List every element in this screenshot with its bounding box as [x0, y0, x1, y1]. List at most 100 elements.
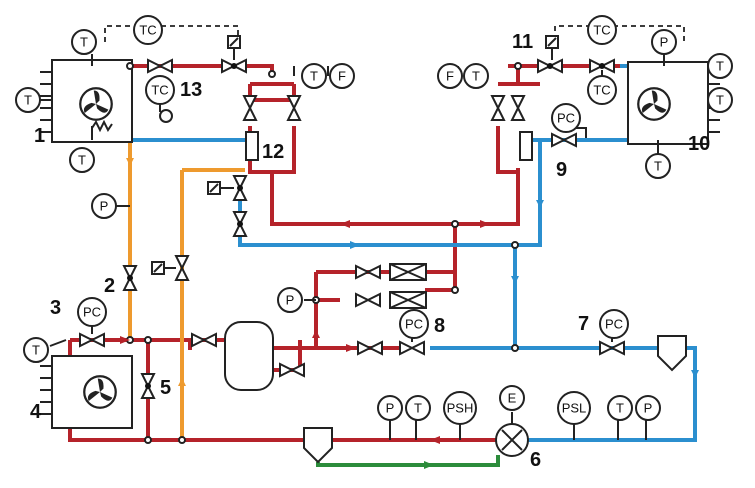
svg-text:PSL: PSL	[562, 401, 587, 416]
svg-text:PC: PC	[605, 317, 623, 332]
svg-text:T: T	[654, 159, 662, 174]
valve-mid-b[interactable]	[232, 211, 248, 237]
evaporator-left	[40, 59, 133, 143]
valve-right-pair-b[interactable]	[510, 95, 526, 121]
valve-mid-a[interactable]	[232, 175, 248, 201]
label-13: 13	[180, 79, 202, 101]
sensor-pc-8: PC	[399, 309, 429, 339]
svg-text:PC: PC	[83, 305, 101, 320]
svg-text:T: T	[414, 401, 422, 416]
sensor-f-right-unit: F	[437, 63, 463, 89]
label-1: 1	[34, 125, 45, 147]
label-10: 10	[688, 133, 710, 155]
svg-text:P: P	[386, 401, 395, 416]
sensor-psl: PSL	[557, 391, 591, 425]
sensor-t-left-mid: T	[15, 87, 41, 113]
label-8: 8	[434, 315, 445, 337]
svg-text:T: T	[310, 69, 318, 84]
svg-text:T: T	[24, 93, 32, 108]
svg-text:F: F	[338, 69, 346, 84]
svg-text:PC: PC	[405, 317, 423, 332]
svg-text:P: P	[286, 293, 295, 308]
svg-text:PC: PC	[557, 111, 575, 126]
valve-8-hand[interactable]	[357, 340, 383, 356]
sensor-psh: PSH	[443, 391, 477, 425]
fan-icon	[79, 87, 113, 121]
heat-exchanger-12	[245, 131, 259, 161]
valve-receiver-in[interactable]	[191, 332, 217, 348]
svg-text:T: T	[32, 343, 40, 358]
sensor-pc-7: PC	[599, 309, 629, 339]
sensor-pc-3: PC	[77, 297, 107, 327]
fan-icon	[637, 87, 671, 121]
label-12: 12	[262, 141, 284, 163]
sensor-pc-9: PC	[551, 103, 581, 133]
label-5: 5	[160, 377, 171, 399]
svg-text:TC: TC	[151, 83, 168, 98]
heater-icon	[91, 119, 113, 133]
solenoid-icon	[545, 35, 559, 60]
sensor-tc-right-mid: TC	[587, 75, 617, 105]
valve-11[interactable]	[537, 58, 563, 74]
svg-text:T: T	[716, 59, 724, 74]
sensor-f-right-pipe: F	[329, 63, 355, 89]
label-6: 6	[530, 449, 541, 471]
valve-liquid-b[interactable]	[174, 255, 190, 281]
filter-7	[657, 335, 687, 372]
svg-text:P: P	[644, 401, 653, 416]
junctions	[126, 62, 522, 444]
sensor-t-bottom-right: T	[607, 395, 633, 421]
label-9: 9	[556, 159, 567, 181]
sensor-p-bottom: P	[377, 395, 403, 421]
valve-bypass-b[interactable]	[355, 292, 381, 308]
svg-text:P: P	[100, 199, 109, 214]
svg-text:TC: TC	[593, 83, 610, 98]
valve-13[interactable]	[147, 58, 173, 74]
valve-bypass-a[interactable]	[355, 264, 381, 280]
sensor-p-top-right: P	[651, 29, 677, 55]
label-11: 11	[512, 31, 533, 53]
valve-2[interactable]	[122, 265, 138, 291]
sensor-p-bottom-right: P	[635, 395, 661, 421]
flow-arrows	[120, 158, 699, 469]
valve-left-pair-a[interactable]	[242, 95, 258, 121]
heat-exchanger-9	[519, 131, 533, 161]
fan-icon	[83, 375, 117, 409]
label-2: 2	[104, 275, 115, 297]
sensor-t-right-1: T	[707, 53, 733, 79]
sensor-t-top-left: T	[71, 29, 97, 55]
sensor-e: E	[499, 385, 525, 411]
valve-7[interactable]	[599, 340, 625, 356]
label-7: 7	[578, 313, 589, 335]
svg-text:P: P	[660, 35, 669, 50]
svg-text:T: T	[472, 69, 480, 84]
label-3: 3	[50, 297, 61, 319]
sensor-tc-top-right: TC	[587, 15, 617, 45]
sensor-t-left-bottom: T	[69, 147, 95, 173]
sensor-t-right-unit: T	[463, 63, 489, 89]
sensor-stems	[40, 52, 720, 440]
valve-left-pair-b[interactable]	[286, 95, 302, 121]
solenoid-icon	[227, 35, 241, 60]
svg-text:TC: TC	[593, 23, 610, 38]
sensor-t-right-pipe: T	[301, 63, 327, 89]
svg-text:T: T	[716, 93, 724, 108]
valve-top-left-b[interactable]	[221, 58, 247, 74]
svg-text:PSH: PSH	[447, 401, 474, 416]
valve-9[interactable]	[551, 132, 577, 148]
compressor-icon	[495, 423, 529, 457]
valve-5[interactable]	[140, 373, 156, 399]
valve-3[interactable]	[79, 332, 105, 348]
valve-top-right-b[interactable]	[589, 58, 615, 74]
sensor-t-right-2: T	[707, 87, 733, 113]
valve-right-pair-a[interactable]	[490, 95, 506, 121]
valve-receiver-out[interactable]	[279, 362, 305, 378]
svg-text:F: F	[446, 69, 454, 84]
svg-text:TC: TC	[139, 23, 156, 38]
solenoid-icon	[207, 181, 234, 195]
sensor-bulb	[159, 109, 173, 123]
check-valve-a	[389, 263, 427, 281]
sensor-t-bottom: T	[405, 395, 431, 421]
valve-8[interactable]	[399, 340, 425, 356]
